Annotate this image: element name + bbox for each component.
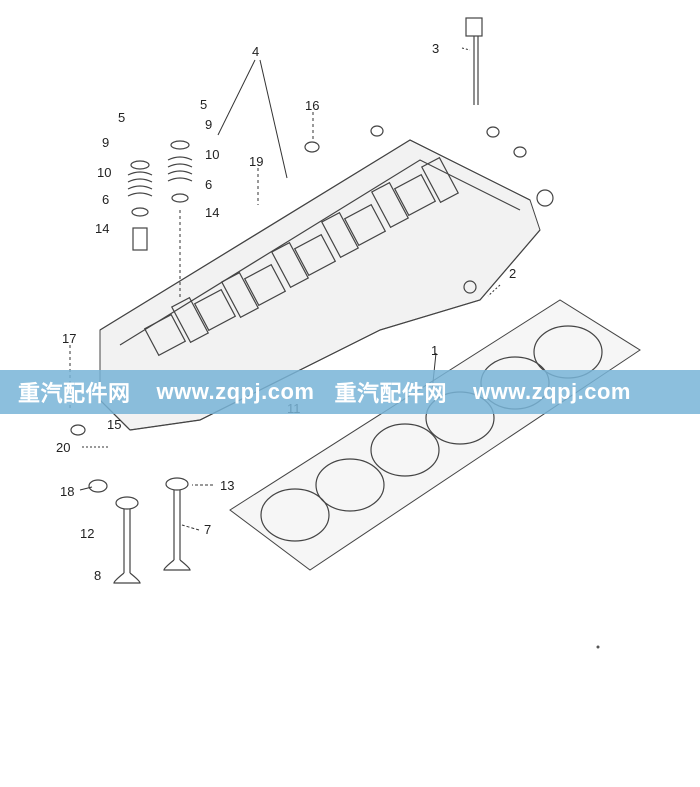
watermark-url: www.zqpj.com	[156, 379, 315, 404]
valve-spring-stack-right	[167, 140, 193, 300]
valve-8	[113, 496, 141, 584]
watermark-brand: 重汽配件网	[18, 381, 131, 406]
callout-14a: 14	[95, 221, 109, 236]
seals	[70, 125, 527, 493]
callout-labels: 1 2 3 4 5 5 6 6 7 8 9 9 10 10 11 12 13 1…	[56, 41, 516, 583]
callout-7: 7	[204, 522, 211, 537]
callout-15: 15	[107, 417, 121, 432]
callout-9a: 9	[102, 135, 109, 150]
stray-dot	[596, 645, 600, 649]
callout-17: 17	[62, 331, 76, 346]
valve-7	[163, 477, 191, 571]
callout-20: 20	[56, 440, 70, 455]
callout-19: 19	[249, 154, 263, 169]
callout-5a: 5	[118, 110, 125, 125]
watermark-url: www.zqpj.com	[473, 379, 631, 404]
callout-16: 16	[305, 98, 319, 113]
watermark-brand: 重汽配件网	[334, 381, 448, 406]
callout-14b: 14	[205, 205, 219, 220]
callout-3: 3	[432, 41, 439, 56]
watermark-banner: 重汽配件网 www.zqpj.com 重汽配件网 www.zqpj.com	[0, 370, 700, 414]
callout-4: 4	[252, 44, 259, 59]
callout-6a: 6	[102, 192, 109, 207]
callout-18: 18	[60, 484, 74, 499]
head-bolt	[465, 17, 483, 105]
callout-8: 8	[94, 568, 101, 583]
callout-9b: 9	[205, 117, 212, 132]
callout-12: 12	[80, 526, 94, 541]
callout-6b: 6	[205, 177, 212, 192]
callout-5b: 5	[200, 97, 207, 112]
valve-spring-stack-left	[127, 160, 153, 251]
callout-1: 1	[431, 343, 438, 358]
cam-housings	[143, 156, 460, 357]
callout-2: 2	[509, 266, 516, 281]
callout-13: 13	[220, 478, 234, 493]
callout-10a: 10	[97, 165, 111, 180]
callout-10b: 10	[205, 147, 219, 162]
